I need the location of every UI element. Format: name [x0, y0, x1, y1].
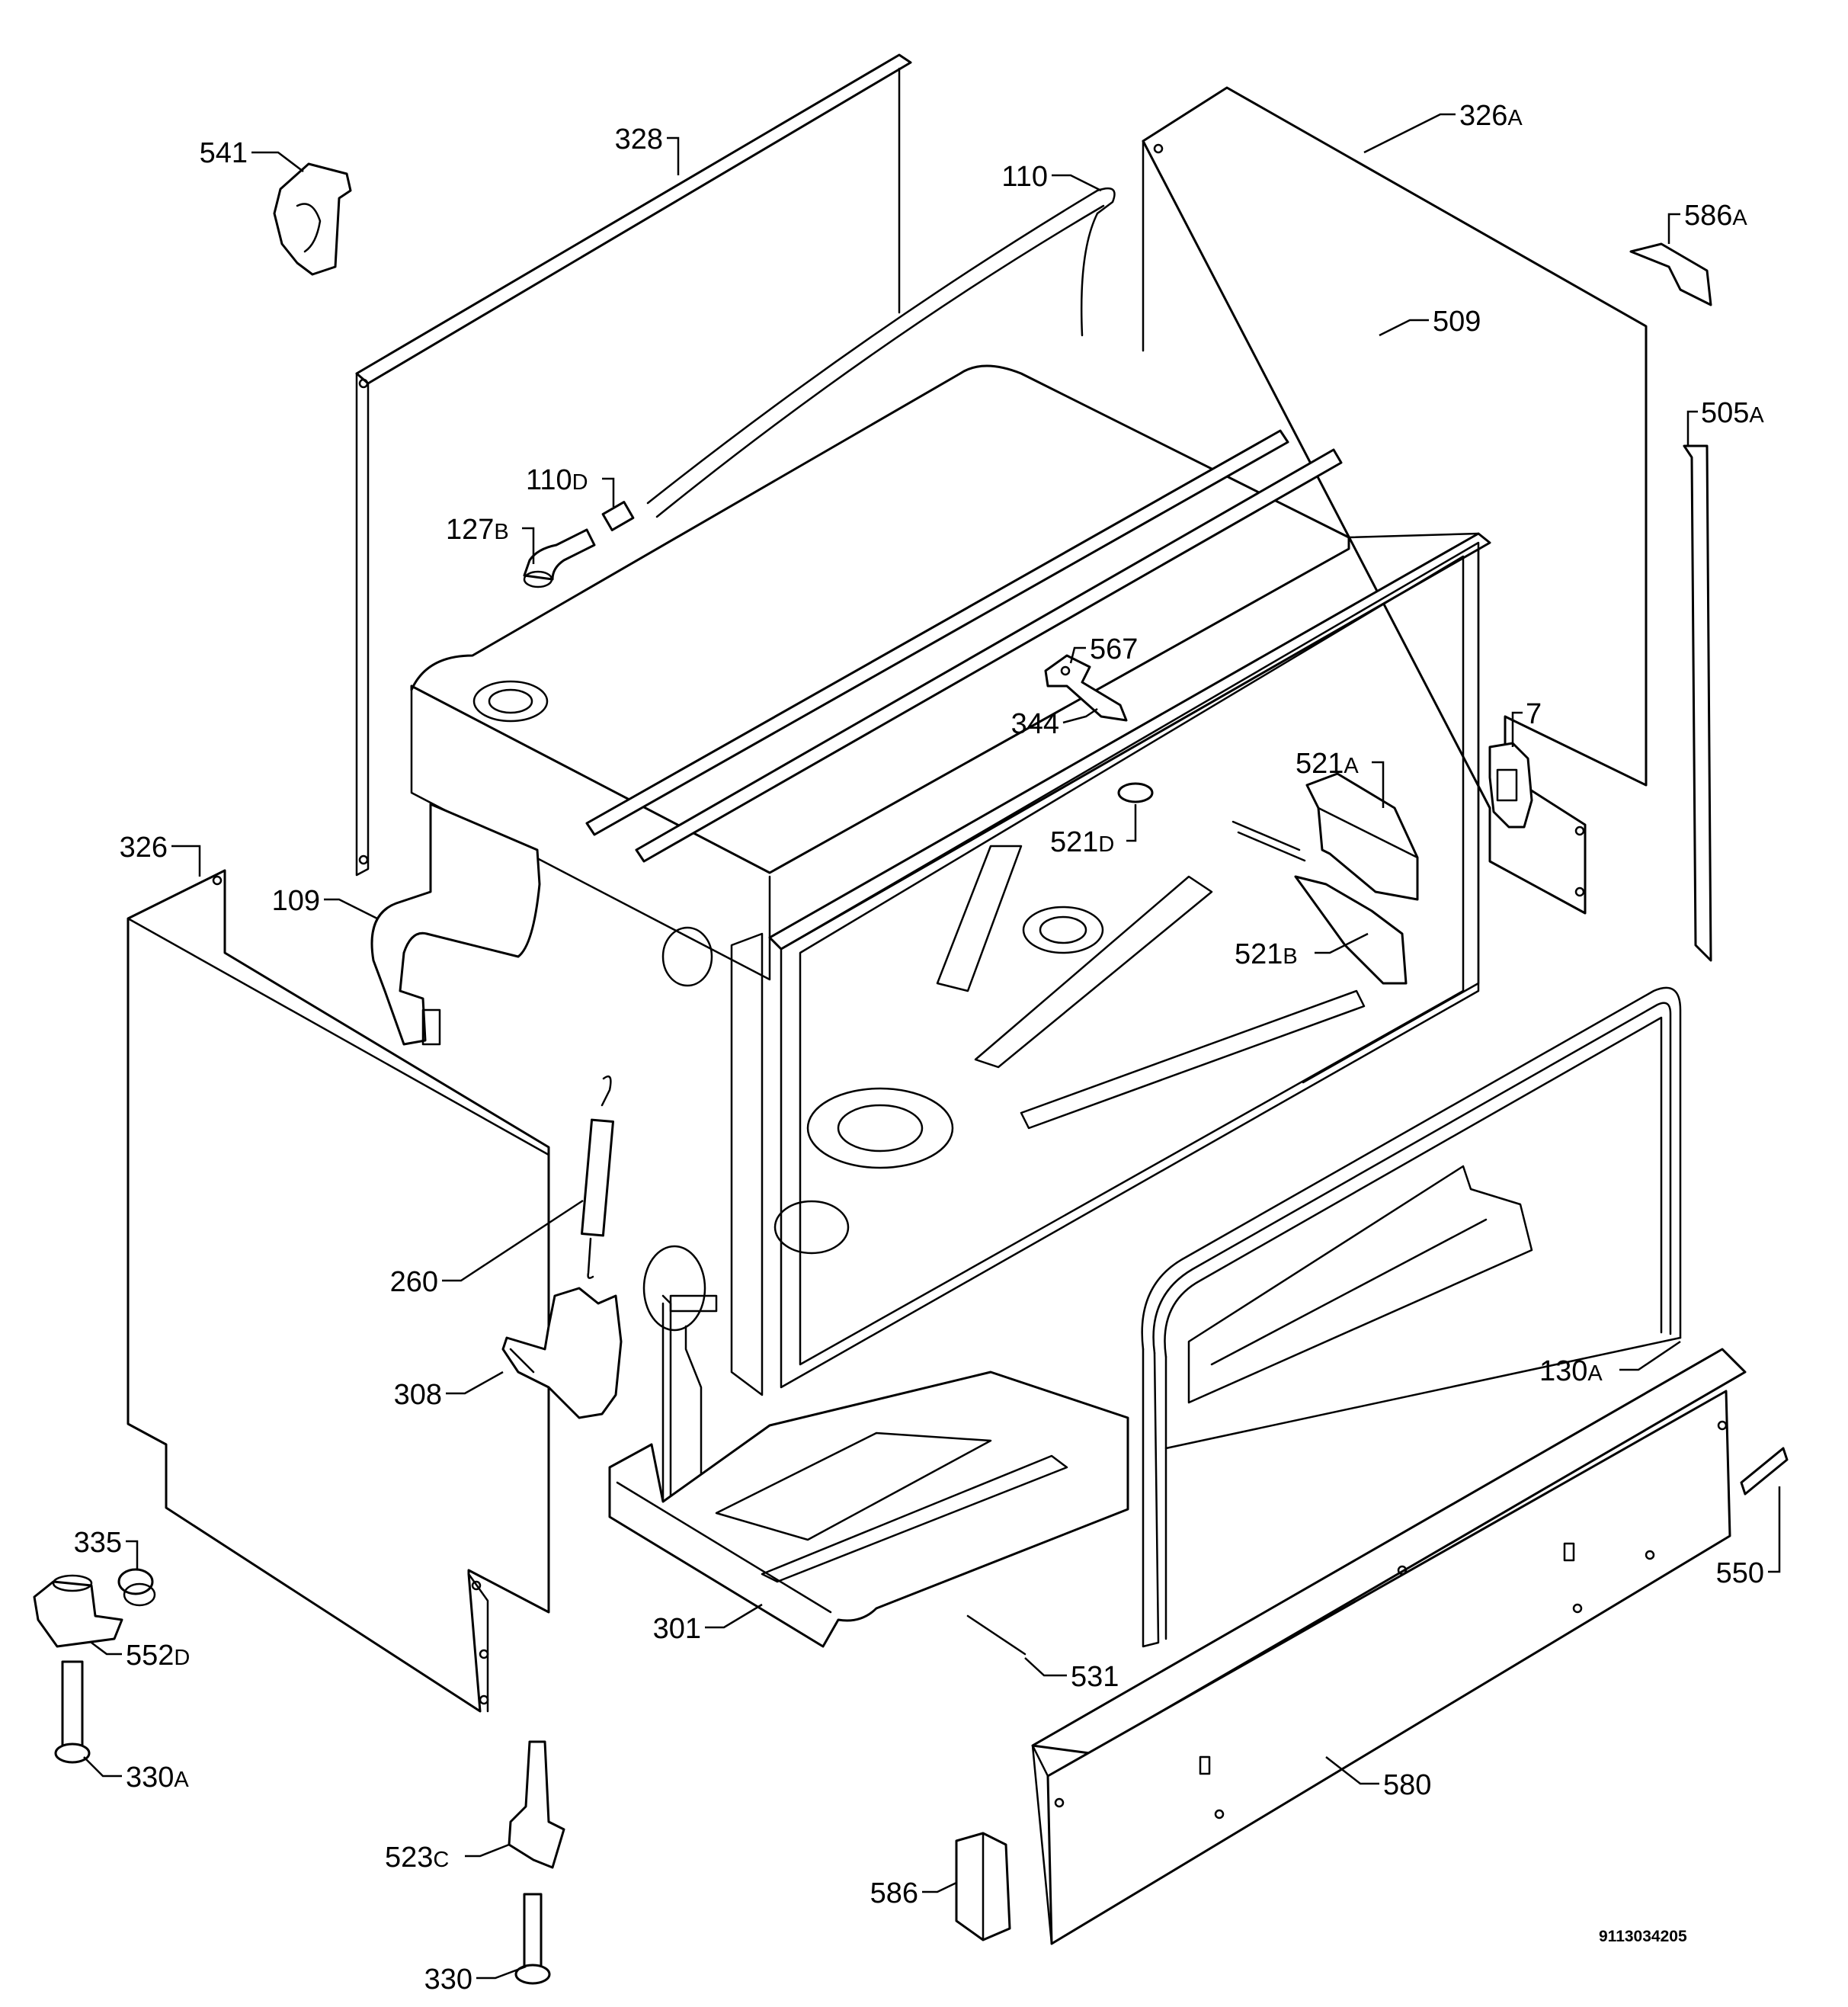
callout-330a-label: 330A: [126, 1762, 189, 1794]
callout-521b: 521B: [1235, 932, 1369, 970]
callout-130a-label: 130A: [1539, 1355, 1603, 1387]
callout-586a: 586A: [1667, 200, 1747, 244]
document-number: 9113034205: [1599, 1928, 1687, 1945]
callout-308-label: 308: [394, 1379, 442, 1411]
callout-344: 344: [1011, 707, 1098, 740]
callout-326a-label: 326A: [1459, 100, 1523, 132]
callout-326-label: 326: [120, 832, 168, 864]
callout-552d: 552D: [91, 1640, 190, 1672]
connector-110d: [601, 501, 635, 531]
callout-110d: 110D: [526, 464, 615, 507]
callout-523c: 523C: [385, 1842, 510, 1874]
callout-308: 308: [394, 1371, 504, 1411]
dispenser-521a: [1305, 772, 1419, 901]
bracket-586a: [1629, 242, 1712, 306]
callout-531: 531: [1024, 1657, 1119, 1693]
callout-567-label: 567: [1090, 633, 1138, 665]
callout-127b: 127B: [446, 514, 535, 564]
hose-109: [370, 803, 541, 1046]
callout-260: 260: [390, 1199, 584, 1298]
spring-260: [581, 1075, 614, 1279]
callout-552d-label: 552D: [126, 1640, 190, 1672]
callout-260-label: 260: [390, 1266, 438, 1298]
side-panel-328: [355, 53, 912, 877]
callout-541: 541: [200, 137, 304, 172]
hinge-523c: [508, 1740, 565, 1869]
callout-328-label: 328: [615, 123, 663, 155]
callout-550-label: 550: [1716, 1557, 1764, 1589]
callout-328: 328: [615, 123, 680, 175]
clip-541: [273, 162, 352, 276]
plug-521d: [1117, 782, 1154, 803]
callout-521d-label: 521D: [1050, 826, 1114, 858]
plinth-580: [1031, 1348, 1747, 1945]
callout-521a-label: 521A: [1296, 748, 1359, 780]
callout-7-label: 7: [1526, 698, 1542, 730]
callout-110: 110: [1001, 161, 1102, 193]
callout-523c-label: 523C: [385, 1842, 449, 1874]
callout-301-label: 301: [653, 1613, 701, 1645]
screw-330: [514, 1893, 551, 1985]
callout-586-label: 586: [870, 1877, 918, 1909]
callout-505a: 505A: [1686, 397, 1764, 446]
callout-505a-label: 505A: [1701, 397, 1764, 429]
callout-521b-label: 521B: [1235, 938, 1298, 970]
callout-509: 509: [1379, 306, 1481, 338]
callout-509-label: 509: [1433, 306, 1481, 338]
bracket-567-344: [1044, 654, 1128, 722]
callout-567: 567: [1069, 633, 1138, 665]
hose-110: [646, 187, 1116, 518]
callout-586: 586: [870, 1877, 957, 1909]
callout-335: 335: [74, 1527, 139, 1570]
callout-541-label: 541: [200, 137, 248, 169]
dispenser-521b: [1294, 875, 1408, 985]
callout-301: 301: [653, 1603, 763, 1645]
foot-552d: [33, 1574, 123, 1648]
callout-580: 580: [1325, 1756, 1431, 1801]
callout-586a-label: 586A: [1684, 200, 1747, 232]
callout-335-label: 335: [74, 1527, 122, 1559]
callout-521a: 521A: [1296, 748, 1385, 808]
callout-344-label: 344: [1011, 708, 1059, 740]
callout-580-label: 580: [1383, 1769, 1431, 1801]
callout-521d: 521D: [1050, 804, 1137, 858]
elbow-127b: [523, 528, 596, 588]
callout-109: 109: [272, 885, 378, 920]
callout-326a: 326A: [1363, 100, 1523, 154]
callout-110-label: 110: [1001, 161, 1048, 193]
gear-335: [117, 1568, 156, 1607]
strip-505a: [1683, 444, 1712, 962]
tub-body: [410, 364, 1491, 1648]
hinge-7: [1488, 742, 1533, 829]
callout-531-label: 531: [1071, 1661, 1119, 1693]
pin-531: [966, 1614, 1026, 1656]
callout-130a: 130A: [1539, 1340, 1681, 1387]
side-panel-326: [127, 869, 550, 1713]
callout-326: 326: [120, 832, 201, 877]
callout-330-label: 330: [424, 1964, 472, 1996]
callout-127b-label: 127B: [446, 514, 509, 546]
door-seal-130a: [1141, 986, 1682, 1648]
callout-7: 7: [1511, 698, 1542, 747]
callout-110d-label: 110D: [526, 464, 588, 496]
strip-550: [1740, 1447, 1789, 1496]
callout-550: 550: [1716, 1486, 1781, 1589]
bracket-586: [955, 1832, 1011, 1941]
callout-109-label: 109: [272, 885, 320, 917]
screw-330a: [54, 1660, 91, 1764]
hinge-308: [501, 1287, 623, 1419]
callout-330a: 330A: [83, 1756, 189, 1794]
callout-330: 330: [424, 1964, 527, 1996]
